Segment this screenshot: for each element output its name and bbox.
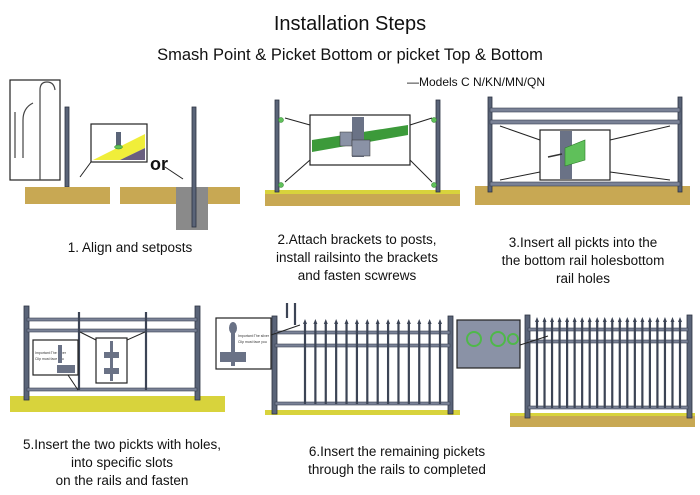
post xyxy=(191,106,197,228)
svg-text:through the rails to completed: through the rails to completed xyxy=(308,462,486,477)
page-subtitle: Smash Point & Picket Bottom or picket To… xyxy=(157,46,543,64)
picket-spear-tip xyxy=(595,317,600,322)
step-5-illustration: Important:The silver Clip must face you xyxy=(10,305,225,412)
picket-spear-tip xyxy=(557,317,562,322)
step-7-completed-fence xyxy=(456,314,695,427)
ground xyxy=(25,187,110,204)
note-text: Clip must face you xyxy=(35,357,64,361)
step-5-caption: 5.Insert the two pickts with holes, into… xyxy=(23,437,221,488)
note-text: Important:The silver xyxy=(238,334,270,338)
models-label: —Models C N/KN/MN/QN xyxy=(407,75,545,89)
picket-spear-tip xyxy=(565,317,570,322)
svg-text:the bottom rail holesbottom: the bottom rail holesbottom xyxy=(502,253,665,268)
picket-spear-tip xyxy=(375,319,380,324)
picket-spear-tip xyxy=(632,317,637,322)
post xyxy=(274,99,280,193)
post xyxy=(487,96,493,193)
post xyxy=(686,314,693,419)
step-3-caption: 3.Insert all pickts into the the bottom … xyxy=(502,235,665,286)
step-2-caption: 2.Attach brackets to posts, install rail… xyxy=(276,232,438,283)
picket-spear-tip xyxy=(365,319,370,324)
picket-spear-tip xyxy=(655,317,660,322)
step-3-illustration xyxy=(475,96,690,205)
picket-spear-tip xyxy=(344,319,349,324)
post xyxy=(447,315,454,415)
picket-spear-tip xyxy=(334,319,339,324)
step-2-illustration xyxy=(265,99,460,206)
picket-spear-tip xyxy=(323,319,328,324)
post-types-inset xyxy=(9,79,61,181)
picket-spear-tip xyxy=(625,317,630,322)
post xyxy=(271,315,278,415)
step-1-caption: 1. Align and setposts xyxy=(68,240,193,255)
svg-text:1. Align and setposts: 1. Align and setposts xyxy=(68,240,193,255)
page-title: Installation Steps xyxy=(274,13,426,35)
picket-spear-tip xyxy=(406,319,411,324)
svg-text:on the rails and fasten: on the rails and fasten xyxy=(56,473,189,488)
note-text: Important:The silver xyxy=(35,351,67,355)
svg-text:2.Attach brackets to posts,: 2.Attach brackets to posts, xyxy=(277,232,436,247)
svg-text:and fasten scwrews: and fasten scwrews xyxy=(298,268,417,283)
svg-text:5.Insert the two pickts with h: 5.Insert the two pickts with holes, xyxy=(23,437,221,452)
picket-spear-tip xyxy=(640,317,645,322)
picket-spear-tip xyxy=(670,317,675,322)
picket-spear-tip xyxy=(535,317,539,322)
picket-spear-tip xyxy=(662,317,667,322)
picket-spear-tip xyxy=(610,317,615,322)
picket-spear-tip xyxy=(427,319,432,324)
svg-text:install railsinto the brackets: install railsinto the brackets xyxy=(276,250,438,265)
picket-spear-tip xyxy=(602,317,607,322)
post xyxy=(435,99,441,193)
post xyxy=(23,305,30,401)
step-6-illustration: Important:The silver Clip must face you xyxy=(215,303,460,415)
post xyxy=(677,96,683,193)
ring-inset xyxy=(456,319,521,369)
picket-spear-tip xyxy=(354,319,359,324)
picket-spear-tip xyxy=(396,319,401,324)
step-6-caption: 6.Insert the remaining pickets through t… xyxy=(308,444,486,477)
picket-spear-tip xyxy=(617,317,622,322)
picket-spear-tip xyxy=(303,319,307,324)
picket-spear-tip xyxy=(647,317,652,322)
picket-spear-tip xyxy=(313,319,318,324)
note-text: Clip must face you xyxy=(238,340,267,344)
picket-spear-tip xyxy=(678,317,682,322)
picket-spear-tip xyxy=(572,317,577,322)
picket-spear-tip xyxy=(438,319,442,324)
post xyxy=(524,314,531,419)
post xyxy=(64,106,70,188)
svg-text:3.Insert all pickts into the: 3.Insert all pickts into the xyxy=(509,235,658,250)
picket-spear-tip xyxy=(386,319,391,324)
picket-spear-tip xyxy=(580,317,585,322)
picket-spear-tip xyxy=(417,319,422,324)
or-label: or xyxy=(150,154,168,174)
step-1-illustration: or xyxy=(9,79,240,230)
svg-text:6.Insert the remaining pickets: 6.Insert the remaining pickets xyxy=(309,444,486,459)
svg-text:rail holes: rail holes xyxy=(556,271,610,286)
post xyxy=(194,305,201,401)
picket-spear-tip xyxy=(587,317,592,322)
picket-spear-tip xyxy=(542,317,547,322)
picket-spear-tip xyxy=(550,317,555,322)
svg-text:into specific slots: into specific slots xyxy=(71,455,173,470)
